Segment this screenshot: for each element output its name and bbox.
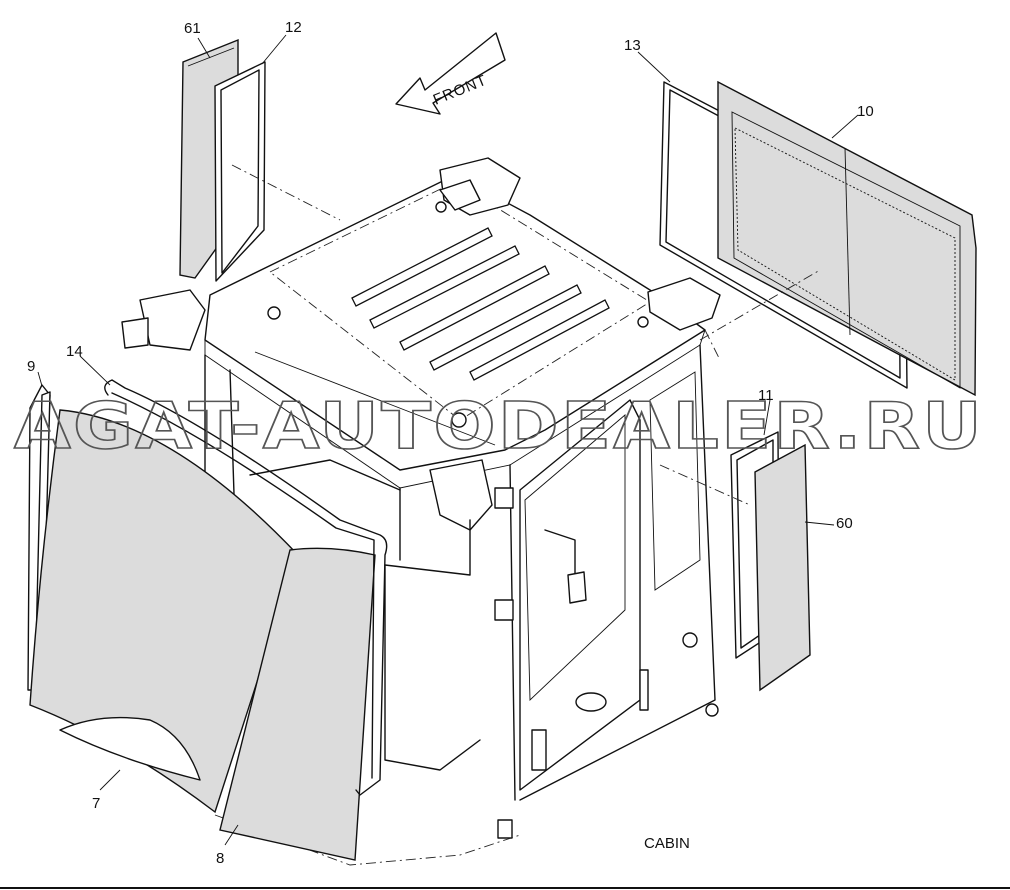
roof-lamp-front xyxy=(435,157,521,216)
callout-7: 7 xyxy=(92,795,100,812)
callout-labels: 61 12 13 10 9 14 11 60 7 8 xyxy=(27,19,874,867)
watermark-text: AGAT-AUTODEALER.RU xyxy=(14,390,984,464)
front-direction-arrow: FRONT xyxy=(395,32,506,115)
callout-12: 12 xyxy=(285,19,302,36)
front-mirror-bracket xyxy=(429,459,493,531)
leader-lines xyxy=(37,34,859,846)
part-8-lower-glass xyxy=(219,547,376,861)
callout-61: 61 xyxy=(184,20,201,37)
callout-8: 8 xyxy=(216,850,224,867)
cab-roof xyxy=(204,174,706,489)
callout-11: 11 xyxy=(758,387,774,404)
cab-body-frame xyxy=(204,329,721,866)
diagram-caption: CABIN xyxy=(644,835,690,852)
roof-lamp-rear xyxy=(637,277,721,331)
roof-bolts xyxy=(267,306,467,428)
part-10-rear-glass xyxy=(717,80,977,397)
left-mirror-bracket xyxy=(121,289,206,351)
part-7-front-glass xyxy=(29,409,299,814)
callout-13: 13 xyxy=(624,37,641,54)
callout-9: 9 xyxy=(27,358,35,375)
part-60-side-glass xyxy=(754,443,811,692)
callout-10: 10 xyxy=(857,103,874,120)
part-12-gasket xyxy=(214,61,266,282)
callout-60: 60 xyxy=(836,515,853,532)
callout-14: 14 xyxy=(66,343,83,360)
